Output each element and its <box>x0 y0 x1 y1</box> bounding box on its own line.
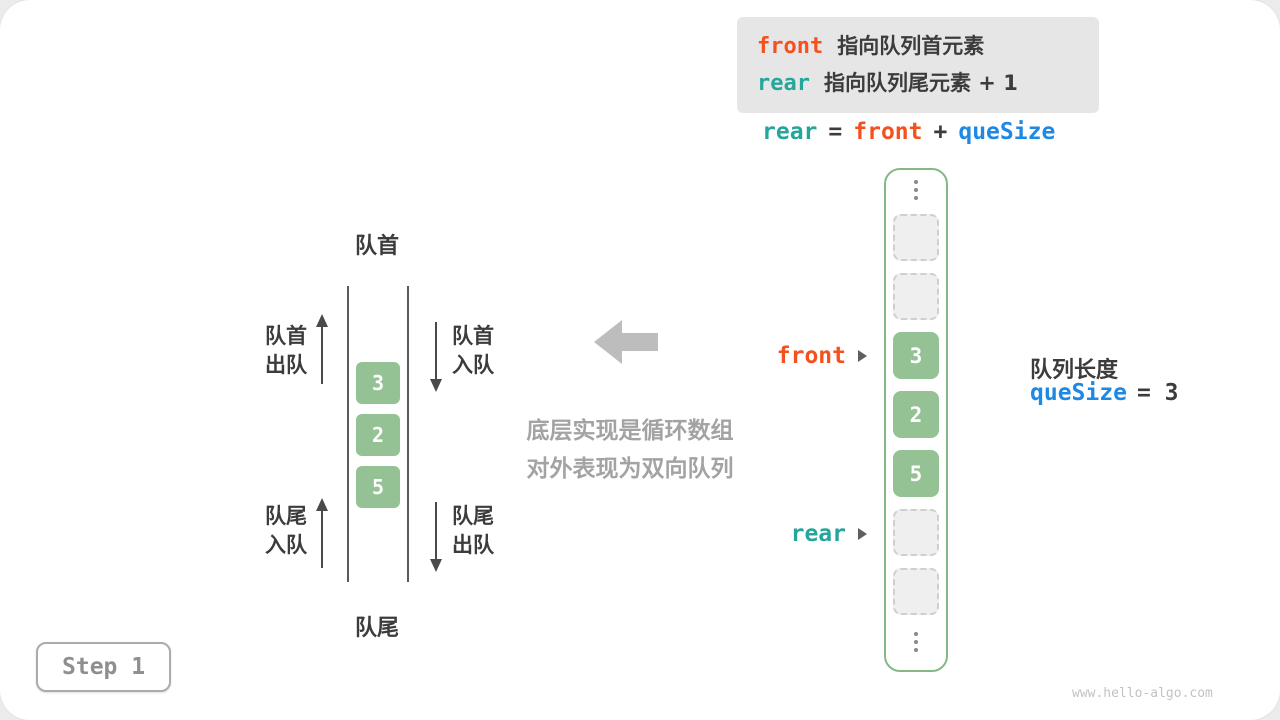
rear-pointer: rear <box>775 521 867 547</box>
array-cell-empty <box>893 214 939 261</box>
step-badge: Step 1 <box>36 642 172 692</box>
rear-pointer-label: rear <box>790 521 846 547</box>
array-cell: 3 <box>893 332 939 379</box>
front-keyword: front <box>757 34 824 59</box>
array-cell-empty <box>893 509 939 556</box>
legend-box: front 指向队列首元素 rear 指向队列尾元素 + 1 <box>737 17 1099 113</box>
queue-cell: 5 <box>356 466 400 508</box>
quesize-number: = 3 <box>1136 380 1179 406</box>
queue-cell: 2 <box>356 414 400 456</box>
note-line-2: 对外表现为双向队列 <box>526 456 734 482</box>
ellipsis-icon <box>893 632 939 652</box>
front-dequeue-label: 队首 出队 <box>265 324 307 377</box>
implementation-note: 底层实现是循环数组 对外表现为双向队列 <box>470 412 790 488</box>
legend-line-front: front 指向队列首元素 <box>757 28 1079 65</box>
legend-front-text: 指向队列首元素 <box>837 34 985 58</box>
legend-rear-text: 指向队列尾元素 + 1 <box>823 71 1018 95</box>
queue-head-label: 队首 <box>354 234 399 259</box>
array-cell: 2 <box>893 391 939 438</box>
arrow-up-icon <box>314 498 330 572</box>
formula-equals: = <box>828 119 843 145</box>
queue-tail-label: 队尾 <box>354 616 399 641</box>
queue-size-value: queSize = 3 <box>1030 380 1178 406</box>
array-cell-empty <box>893 273 939 320</box>
pointer-arrow-icon <box>858 350 867 362</box>
front-pointer-label: front <box>776 343 846 369</box>
arrow-down-icon <box>428 502 444 576</box>
queue-wall-right <box>407 286 409 582</box>
watermark: www.hello-algo.com <box>1072 686 1213 701</box>
arrow-up-icon <box>314 314 330 388</box>
queue-length-label: 队列长度 <box>1030 358 1119 383</box>
front-pointer: front <box>775 343 867 369</box>
block-arrow-left-icon <box>594 318 658 370</box>
formula-plus: + <box>933 119 948 145</box>
array-cell-empty <box>893 568 939 615</box>
quesize-keyword: queSize <box>1030 380 1127 406</box>
rear-keyword: rear <box>757 71 810 96</box>
pointer-arrow-icon <box>858 528 867 540</box>
formula-rear: rear <box>762 119 818 145</box>
note-line-1: 底层实现是循环数组 <box>526 418 734 444</box>
formula-front: front <box>853 119 923 145</box>
ellipsis-icon <box>893 180 939 200</box>
array-cell: 5 <box>893 450 939 497</box>
rear-dequeue-label: 队尾 出队 <box>452 504 494 557</box>
rear-enqueue-label: 队尾 入队 <box>265 504 307 557</box>
legend-line-rear: rear 指向队列尾元素 + 1 <box>757 65 1079 102</box>
queue-cell: 3 <box>356 362 400 404</box>
formula-quesize: queSize <box>958 119 1056 145</box>
front-enqueue-label: 队首 入队 <box>452 324 494 377</box>
pointer-formula: rear = front + queSize <box>762 119 1055 145</box>
queue-wall-left <box>347 286 349 582</box>
arrow-down-icon <box>428 322 444 396</box>
